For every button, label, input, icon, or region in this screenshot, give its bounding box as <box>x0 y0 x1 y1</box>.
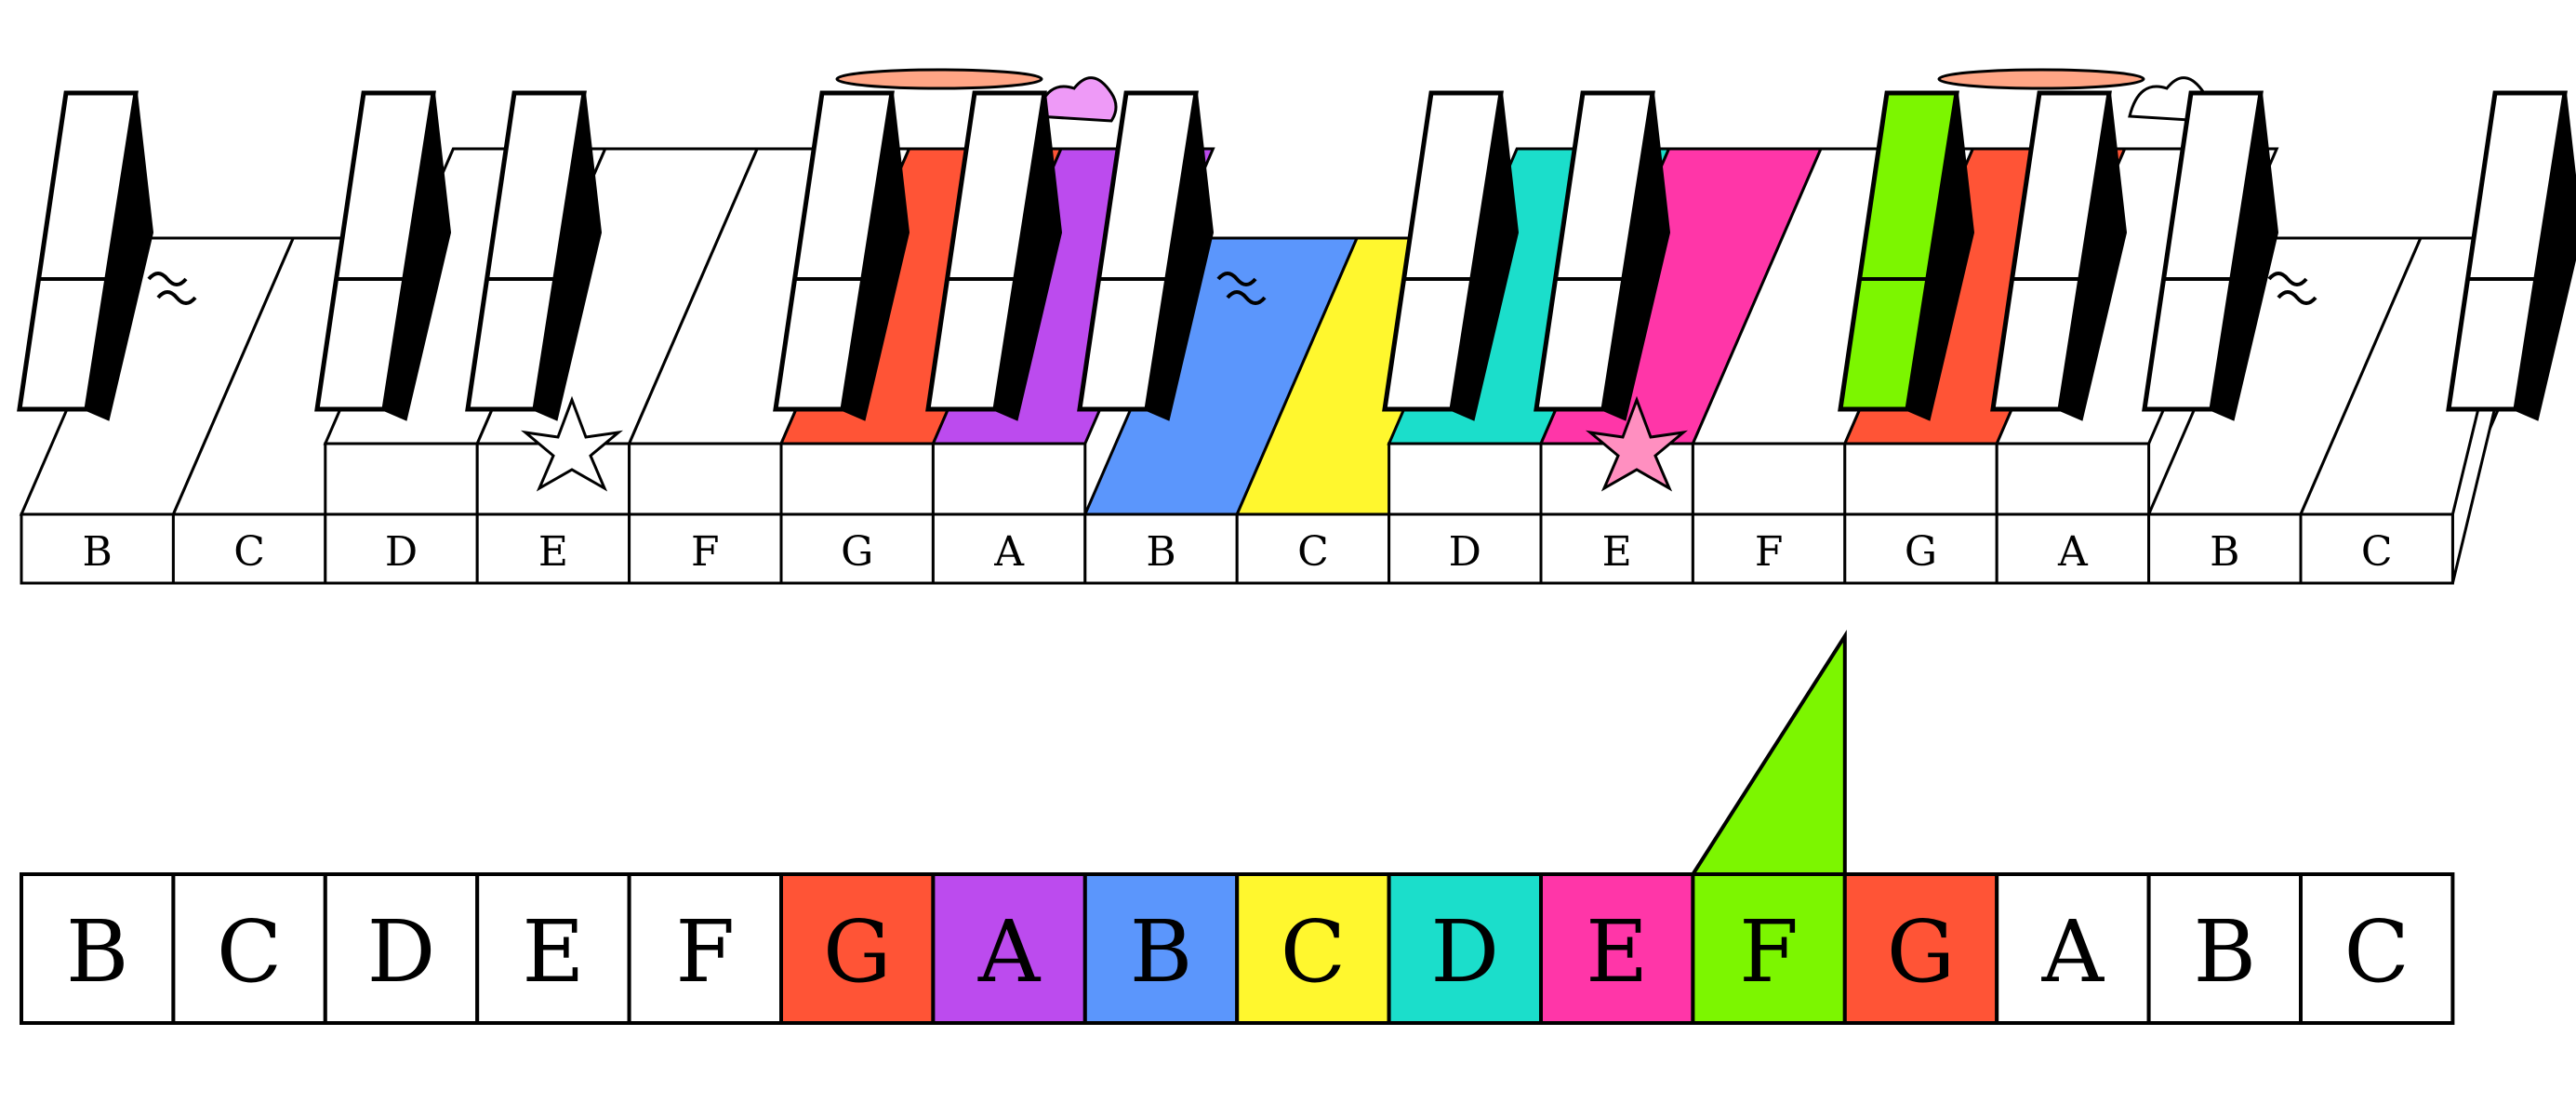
strip-note-label: C <box>217 902 282 1002</box>
key-label: D <box>385 528 418 576</box>
strip-note-g[interactable]: G <box>1842 872 1999 1025</box>
black-key[interactable] <box>1990 90 2128 421</box>
black-key[interactable] <box>17 90 154 421</box>
cloud-icon <box>1035 76 1118 123</box>
key-label: D <box>1449 528 1481 576</box>
strip-note-label: E <box>1586 902 1648 1002</box>
strip-note-label: B <box>66 902 129 1002</box>
key-label: F <box>1755 528 1784 576</box>
flower-icon <box>1585 395 1689 492</box>
key-front-face <box>779 442 935 516</box>
key-label-box: E <box>475 512 631 585</box>
key-label-box: G <box>779 512 935 585</box>
flower-icon <box>520 395 624 492</box>
volcano-smoke-icon <box>835 68 1043 90</box>
key-label-box: A <box>1995 512 2151 585</box>
strip-note-label: F <box>675 902 735 1002</box>
strip-note-d[interactable]: D <box>1387 872 1543 1025</box>
strip-note-b[interactable]: B <box>1082 872 1240 1025</box>
key-label: B <box>2210 528 2239 576</box>
strip-note-label: D <box>1430 902 1499 1002</box>
black-key[interactable] <box>2142 90 2279 421</box>
key-label-box: C <box>171 512 327 585</box>
black-key[interactable] <box>1382 90 1520 421</box>
strip-note-a[interactable]: A <box>931 872 1087 1025</box>
key-front-face <box>1691 442 1847 516</box>
strip-note-label: F <box>1739 902 1799 1002</box>
key-front-face <box>931 442 1087 516</box>
black-key[interactable] <box>465 90 603 421</box>
key-label-box: C <box>2299 512 2454 585</box>
key-label-box: B <box>20 512 175 585</box>
strip-note-b[interactable]: B <box>20 872 176 1025</box>
strip-note-e[interactable]: E <box>475 872 631 1025</box>
strip-note-label: C <box>1281 902 1346 1002</box>
key-label: B <box>1146 528 1175 576</box>
key-label-box: G <box>1843 512 1998 585</box>
key-label: C <box>1297 528 1329 576</box>
black-key[interactable] <box>1534 90 1671 421</box>
key-label-box: F <box>1691 512 1847 585</box>
key-label: C <box>2361 528 2393 576</box>
key-label-box: A <box>931 512 1087 585</box>
strip-note-c[interactable]: C <box>1235 872 1391 1025</box>
key-label-box: D <box>324 512 479 585</box>
key-label-box: D <box>1388 512 1543 585</box>
strip-note-label: B <box>1130 902 1193 1002</box>
key-label: F <box>691 528 720 576</box>
key-label: G <box>841 528 873 576</box>
strip-note-label: A <box>2041 902 2105 1002</box>
strip-note-label: A <box>977 902 1042 1002</box>
wave-icon <box>2267 272 2317 305</box>
strip-note-g[interactable]: G <box>779 872 936 1025</box>
key-label: E <box>1602 528 1632 576</box>
black-key[interactable] <box>2446 90 2576 421</box>
key-label: A <box>2057 528 2089 576</box>
key-front-face <box>324 442 479 516</box>
key-label: E <box>538 528 568 576</box>
key-label: B <box>83 528 113 576</box>
black-key[interactable] <box>1838 90 1975 421</box>
strip-note-label: E <box>522 902 584 1002</box>
key-label-box: B <box>2147 512 2303 585</box>
wave-icon <box>1216 272 1267 305</box>
wave-icon <box>147 272 197 305</box>
strip-note-label: G <box>1887 902 1956 1002</box>
key-front-face <box>628 442 783 516</box>
key-front-face <box>1388 442 1543 516</box>
strip-note-f[interactable]: F <box>627 872 783 1025</box>
volcano-smoke-icon <box>1937 68 2145 90</box>
key-label: G <box>1905 528 1937 576</box>
strip-note-e[interactable]: E <box>1539 872 1695 1025</box>
strip-note-b[interactable]: B <box>2146 872 2304 1025</box>
key-front-face <box>1995 442 2151 516</box>
key-label-box: C <box>1235 512 1391 585</box>
key-label-box: B <box>1083 512 1239 585</box>
black-key[interactable] <box>1077 90 1215 421</box>
black-key[interactable] <box>925 90 1063 421</box>
black-key[interactable] <box>314 90 452 421</box>
strip-note-a[interactable]: A <box>1995 872 2151 1025</box>
strip-note-label: C <box>2344 902 2409 1002</box>
key-label-box: E <box>1539 512 1694 585</box>
strip-note-label: D <box>367 902 436 1002</box>
strip-note-c[interactable]: C <box>2299 872 2455 1025</box>
key-label: C <box>233 528 265 576</box>
keyboard-black-keys <box>17 90 2576 421</box>
strip-note-f[interactable]: F <box>1691 872 1847 1025</box>
key-label: A <box>993 528 1025 576</box>
highlight-triangle-marker <box>1689 630 1847 876</box>
black-key[interactable] <box>773 90 910 421</box>
strip-note-label: B <box>2193 902 2256 1002</box>
strip-note-d[interactable]: D <box>323 872 480 1025</box>
key-label-box: F <box>628 512 783 585</box>
key-front-face <box>1843 442 1998 516</box>
strip-note-c[interactable]: C <box>171 872 327 1025</box>
strip-note-label: G <box>823 902 892 1002</box>
